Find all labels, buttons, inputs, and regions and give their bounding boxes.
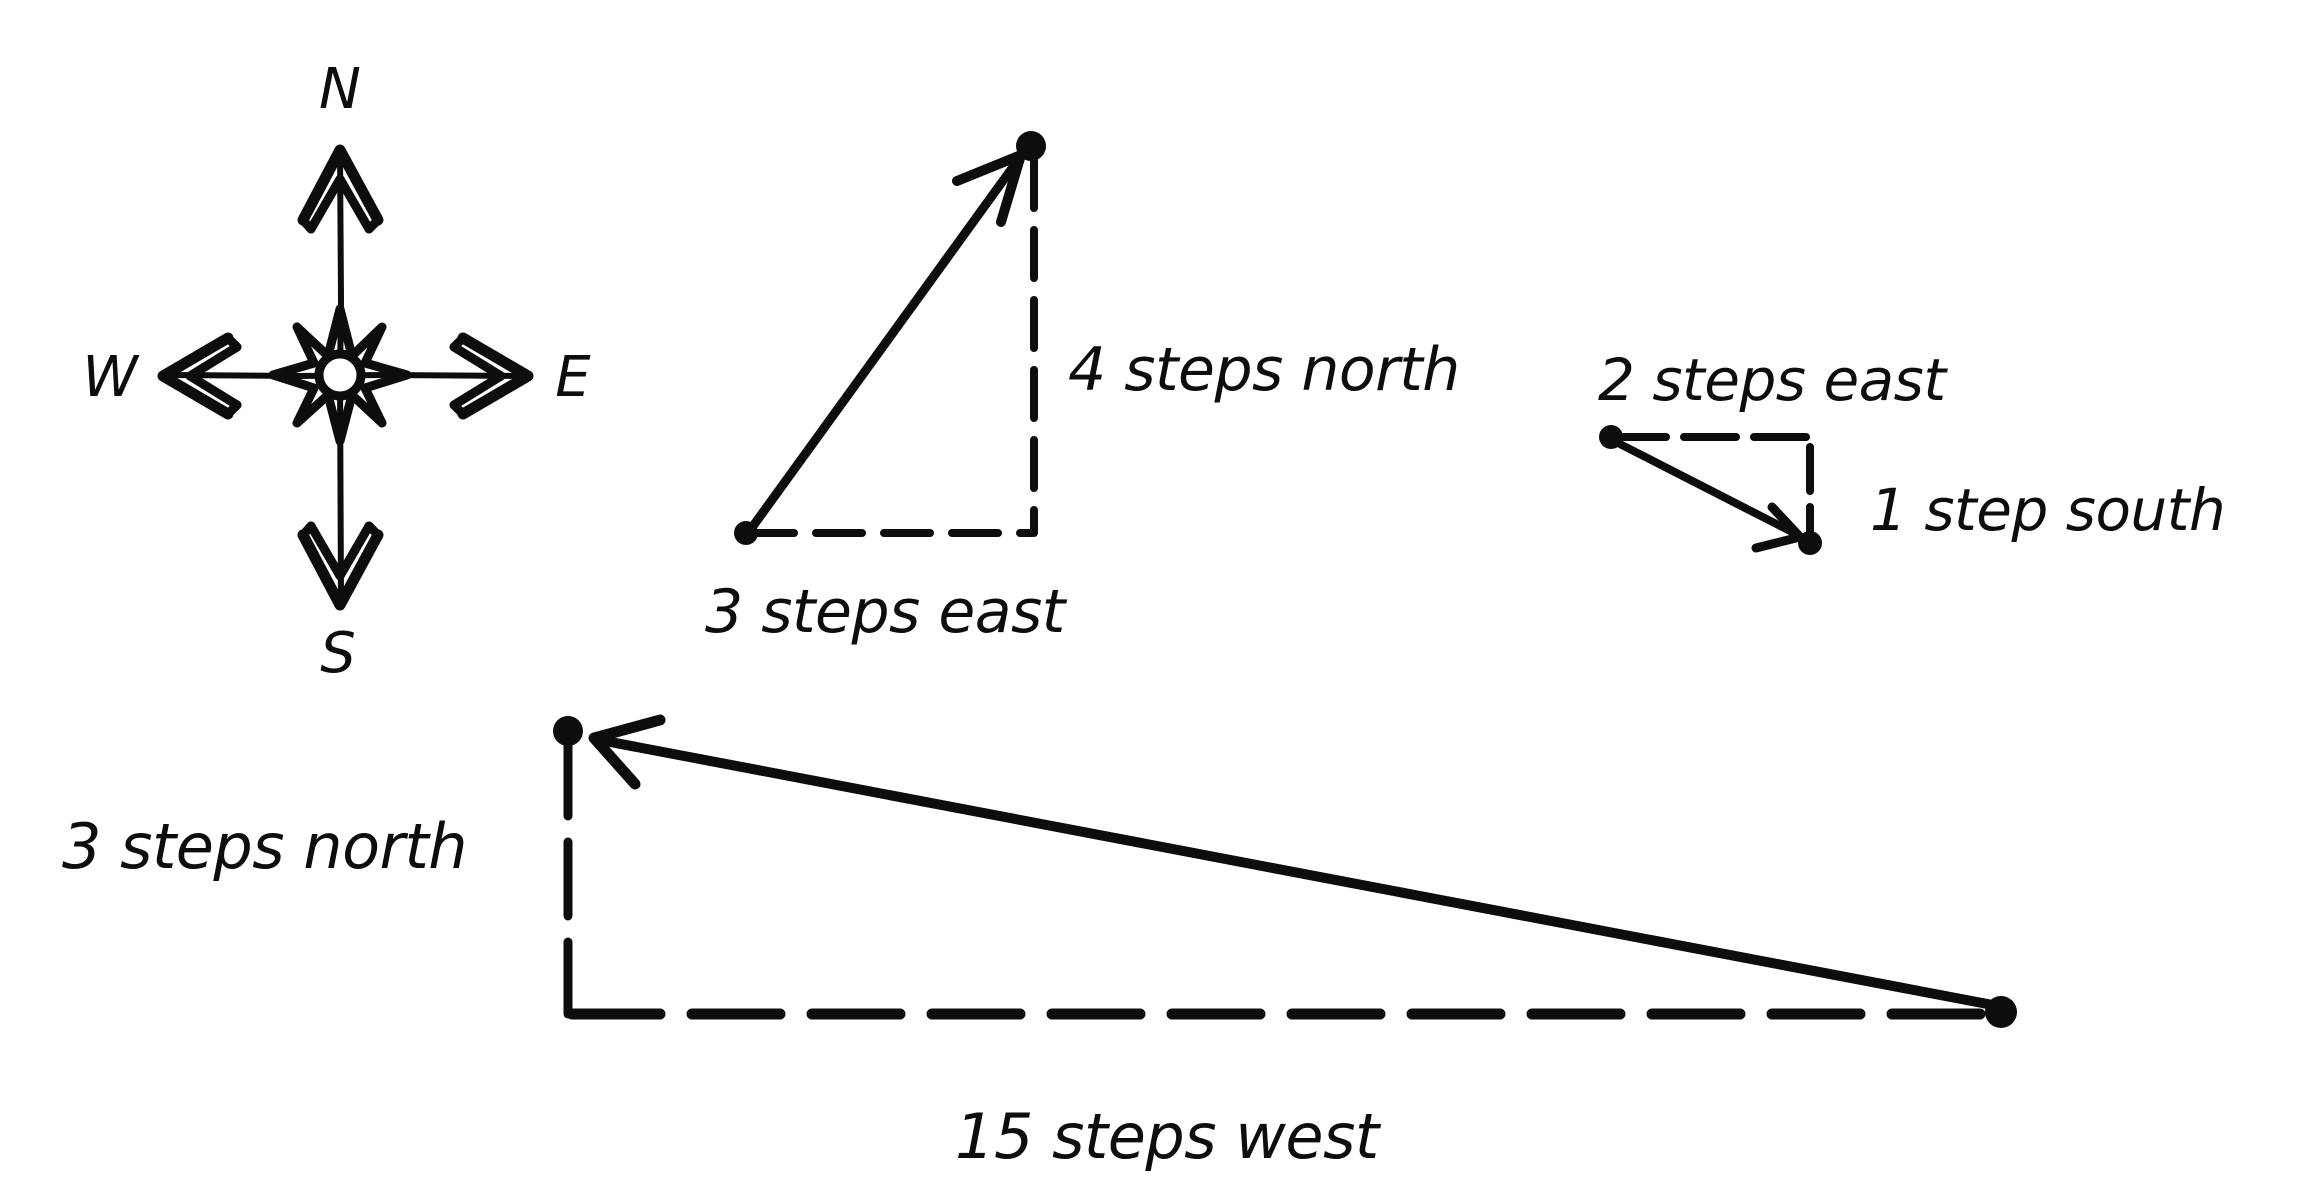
point-end-upper-left [553, 716, 583, 746]
compass-rose: N S E W [82, 57, 591, 686]
diagram-triangle-15west-3north: 3 steps north 15 steps west [62, 714, 2017, 1173]
resultant-arrow-shaft [1610, 437, 1800, 538]
point-start-lower-left [734, 521, 758, 545]
compass-south-arrowhead-icon [297, 521, 384, 611]
point-start-lower-right [1985, 996, 2017, 1028]
label-2-steps-east: 2 steps east [1598, 346, 1948, 414]
compass-vertical-axis [337, 149, 344, 603]
compass-center-circle [314, 349, 366, 401]
point-start-upper-left [1599, 425, 1623, 449]
compass-label-west: W [82, 345, 140, 410]
resultant-arrow-shaft [743, 155, 1023, 538]
compass-north-arrowhead-icon [297, 144, 384, 234]
compass-east-arrowhead-icon [449, 332, 534, 420]
point-end-upper-right [1016, 131, 1046, 161]
label-4-steps-north: 4 steps north [1068, 335, 1460, 405]
compass-west-arrowhead-icon [157, 332, 242, 420]
compass-label-south: S [320, 621, 356, 686]
compass-label-north: N [319, 57, 361, 122]
resultant-arrowhead-icon [588, 714, 666, 790]
diagram-triangle-3east-4north: 4 steps north 3 steps east [705, 131, 1460, 647]
compass-star-icon [268, 304, 412, 446]
point-end-lower-right [1798, 531, 1822, 555]
label-1-step-south: 1 step south [1870, 476, 2225, 544]
resultant-arrow-shaft [595, 735, 2003, 1011]
compass-label-east: E [555, 345, 591, 410]
diagram-triangle-2east-1south: 2 steps east 1 step south [1598, 346, 2226, 555]
label-3-steps-north: 3 steps north [62, 810, 467, 883]
label-15-steps-west: 15 steps west [955, 1100, 1382, 1173]
label-3-steps-east: 3 steps east [705, 577, 1068, 647]
